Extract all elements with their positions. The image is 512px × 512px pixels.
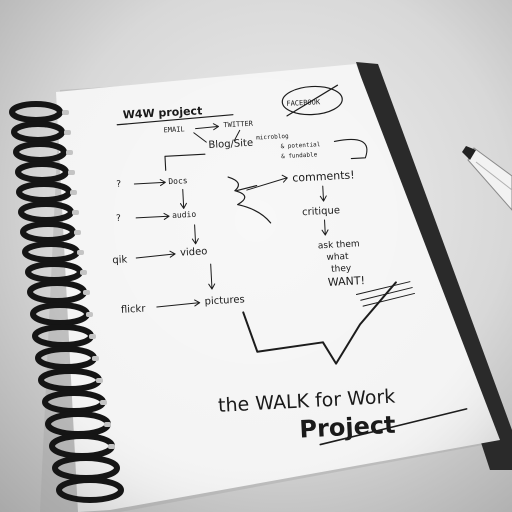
arrow-to-comments (246, 174, 288, 191)
notebook-cover-edge (356, 62, 512, 470)
spiral-binding (9, 101, 124, 503)
arrows-to-blog (193, 129, 241, 143)
handwritten-notes: W4W project EMAIL TWITTER FACEBOOK Blog/… (112, 84, 468, 446)
note-docs: Docs (168, 176, 188, 186)
brace-to-comments (227, 176, 272, 224)
headline-underline (319, 408, 468, 446)
note-audio: audio (172, 210, 197, 220)
arrow-critique-ask (321, 219, 329, 236)
note-pictures: pictures (204, 294, 245, 307)
note-critique: critique (302, 205, 340, 218)
blog-branch-line (164, 153, 206, 171)
arrow-audio-video (191, 224, 199, 245)
note-ask-2: what (326, 252, 349, 263)
curved-arrow-comments (333, 138, 368, 160)
note-ask-1: ask them (318, 239, 360, 251)
arrow-docs (133, 179, 166, 187)
note-q2: ? (116, 214, 122, 224)
arrow-video (135, 250, 176, 259)
arrow-comments-critique (319, 185, 327, 202)
arrow-video-pictures (208, 263, 216, 290)
note-option-2: & fundable (281, 151, 318, 160)
note-comments: comments! (292, 168, 355, 184)
note-ask-3: they (331, 264, 352, 275)
note-facebook: FACEBOOK (286, 98, 321, 108)
page-shading (56, 64, 500, 512)
facebook-circle (281, 85, 343, 116)
note-blog-site: Blog/Site (208, 138, 253, 151)
facebook-strikeout (286, 84, 339, 117)
arrow-docs-audio (179, 188, 187, 209)
note-email: EMAIL (163, 125, 184, 134)
note-flickr: flickr (121, 304, 147, 316)
note-video: video (180, 246, 208, 258)
arrow-pictures (156, 299, 201, 308)
note-q1: ? (116, 180, 122, 190)
punch-holes (62, 110, 115, 449)
arrow-audio (135, 212, 170, 220)
note-microblog: microblog (256, 133, 289, 142)
arrow-email-twitter (195, 123, 219, 131)
notes-title: W4W project (122, 104, 202, 121)
note-ask-4: WANT! (327, 274, 365, 289)
note-qik: qik (112, 254, 128, 266)
note-twitter: TWITTER (223, 120, 254, 130)
note-option-1: & potential (280, 141, 320, 150)
speech-bubble-outline (242, 281, 397, 365)
pen (462, 146, 512, 211)
title-underline (116, 114, 234, 126)
